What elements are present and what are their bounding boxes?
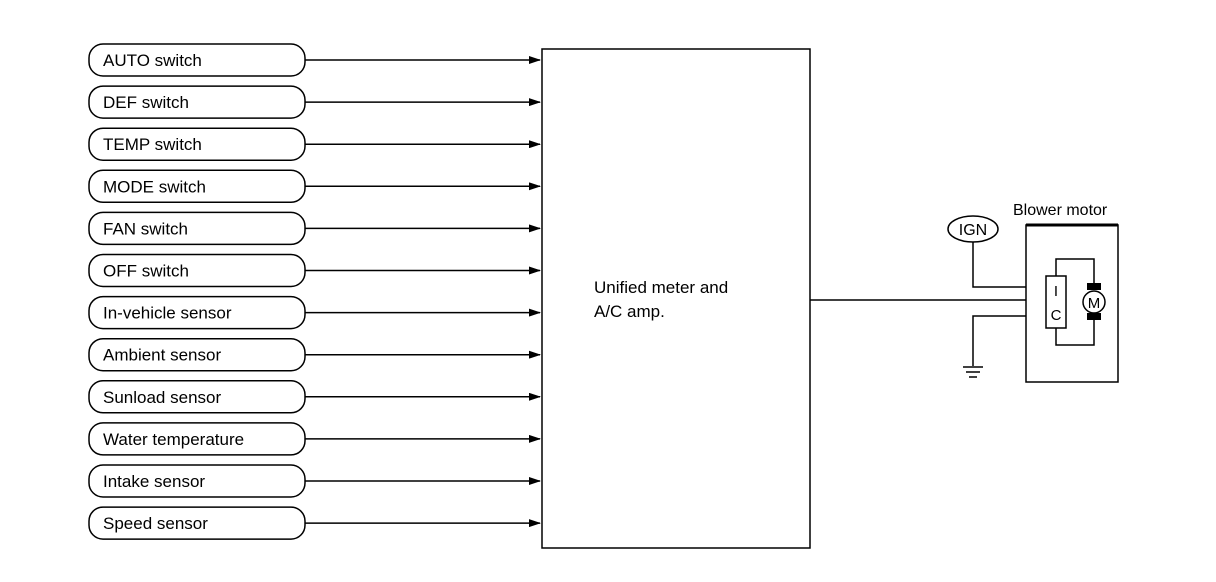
input-row: In-vehicle sensor xyxy=(88,295,541,330)
amp-label-line2: A/C amp. xyxy=(594,302,665,321)
motor-symbol: M xyxy=(1082,283,1106,320)
ground-symbol xyxy=(963,366,983,378)
blower-motor-title: Blower motor xyxy=(1013,202,1108,219)
input-row: Sunload sensor xyxy=(88,380,541,414)
ic-label-top: I xyxy=(1054,283,1058,300)
amp-box xyxy=(541,48,811,549)
input-row: Water temperature xyxy=(88,422,541,456)
input-label: In-vehicle sensor xyxy=(103,304,232,323)
input-label: FAN switch xyxy=(103,219,188,238)
input-row: OFF switch xyxy=(88,253,541,288)
input-row: DEF switch xyxy=(88,85,541,119)
input-label: Intake sensor xyxy=(103,472,205,491)
ic-label-bottom: C xyxy=(1051,307,1062,324)
input-label: OFF switch xyxy=(103,262,189,281)
input-row: FAN switch xyxy=(88,211,541,246)
input-label: TEMP switch xyxy=(103,135,202,154)
ground-wire xyxy=(972,315,1046,366)
input-row: Intake sensor xyxy=(88,464,541,498)
motor-label: M xyxy=(1088,295,1101,312)
motor-wire-bottom xyxy=(1055,318,1095,346)
input-label: Speed sensor xyxy=(103,514,208,533)
input-label: Ambient sensor xyxy=(103,346,221,365)
ign-wire xyxy=(972,242,1046,288)
input-row: TEMP switch xyxy=(88,127,541,161)
motor-wire-top xyxy=(1055,258,1095,286)
input-label: AUTO switch xyxy=(103,51,202,70)
input-label: DEF switch xyxy=(103,93,189,112)
input-row: Speed sensor xyxy=(88,506,541,540)
input-row: AUTO switch xyxy=(88,43,541,77)
input-row: Ambient sensor xyxy=(88,337,541,372)
ign-label: IGN xyxy=(959,222,987,239)
input-label: Water temperature xyxy=(103,430,244,449)
amp-label-line1: Unified meter and xyxy=(594,278,728,297)
input-label: MODE switch xyxy=(103,177,206,196)
input-label: Sunload sensor xyxy=(103,388,221,407)
input-row: MODE switch xyxy=(88,169,541,204)
